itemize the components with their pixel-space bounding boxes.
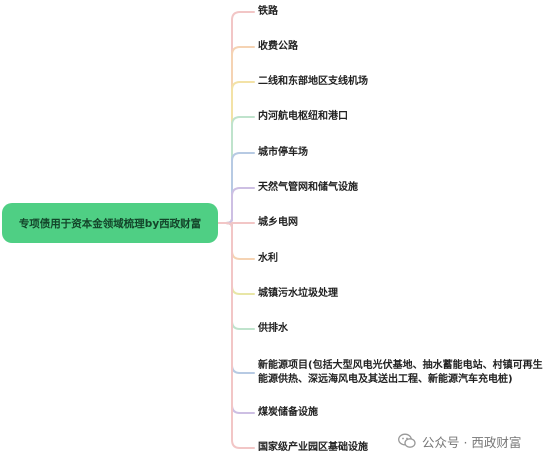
- connector-line: [217, 222, 255, 414]
- watermark-text: 公众号 · 西政财富: [422, 434, 522, 450]
- connector-line: [217, 187, 255, 224]
- branch-item: 国家级产业园区基础设施: [258, 442, 368, 453]
- branch-item: 新能源项目(包括大型风电光伏基地、抽水蓄能电站、村镇可再生能源供热、深远海风电及…: [258, 360, 543, 385]
- branch-item: 铁路: [258, 6, 278, 17]
- branch-item: 煤炭储备设施: [258, 407, 318, 418]
- branch-item: 供排水: [258, 323, 288, 334]
- connector-line: [217, 222, 255, 260]
- connector-line: [217, 116, 255, 224]
- branch-item: 内河航电枢纽和港口: [258, 111, 348, 122]
- connector-line: [217, 222, 255, 374]
- wechat-icon: [398, 433, 416, 448]
- branch-item: 城乡电网: [258, 217, 298, 228]
- root-node: 专项债用于资本金领域梳理by西政财富: [2, 203, 218, 243]
- branch-item: 水利: [258, 253, 278, 264]
- branch-item: 城镇污水垃圾处理: [258, 288, 338, 299]
- connector-line: [217, 222, 255, 449]
- branch-item: 收费公路: [258, 41, 298, 52]
- watermark: 公众号 · 西政财富: [398, 430, 521, 452]
- root-label: 专项债用于资本金领域梳理by西政财富: [18, 217, 202, 230]
- branch-item: 天然气管网和储气设施: [258, 182, 358, 193]
- branch-item: 二线和东部地区支线机场: [258, 76, 368, 87]
- branch-item: 城市停车场: [258, 147, 308, 158]
- connector-line: [217, 46, 255, 224]
- connector-line: [217, 222, 255, 330]
